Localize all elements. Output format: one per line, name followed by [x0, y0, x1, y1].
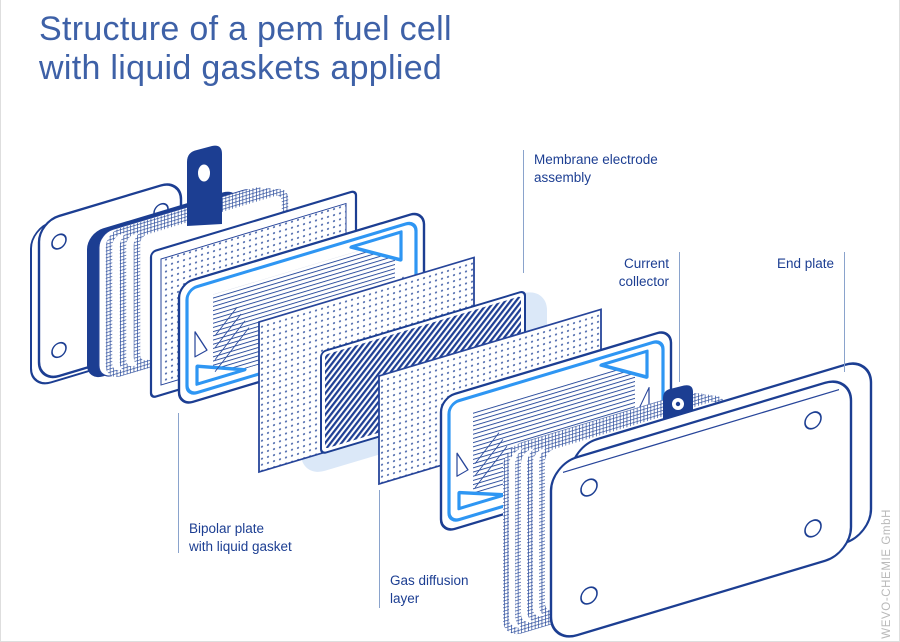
right-end-plate — [549, 362, 873, 638]
label-bipolar-plate: Bipolar plate with liquid gasket — [189, 521, 292, 554]
bolt-hole — [51, 233, 67, 250]
bolt-hole — [51, 341, 67, 359]
bolt-hole — [580, 478, 598, 497]
bolt-hole — [804, 519, 822, 538]
gasket-corner-triangle — [457, 490, 507, 511]
tab-hole — [198, 164, 210, 182]
left-current-collector-tab — [187, 145, 222, 226]
leader-line-current-collector — [679, 252, 680, 382]
gasket-corner-triangle — [195, 364, 247, 386]
label-membrane-electrode-assembly: Membrane electrode assembly — [534, 152, 658, 185]
gasket-corner-triangle — [349, 230, 403, 262]
leader-line-bipolar-plate — [178, 413, 179, 553]
bolt-hole — [804, 411, 822, 430]
title-line-2: with liquid gaskets applied — [39, 49, 443, 87]
label-current-collector: Current collector — [618, 256, 669, 289]
leader-line-gas-diffusion — [379, 490, 380, 608]
gasket-corner-triangle — [599, 349, 649, 379]
label-end-plate: End plate — [776, 256, 834, 271]
label-gas-diffusion-layer: Gas diffusion layer — [390, 573, 469, 606]
leader-line-end-plate — [844, 252, 845, 372]
company-watermark: WEVO-CHEMIE GmbH — [881, 509, 893, 639]
title-line-1: Structure of a pem fuel cell — [39, 10, 452, 48]
bolt-hole — [580, 586, 598, 605]
page-title: Structure of a pem fuel cell with liquid… — [39, 10, 452, 88]
leader-line-mea — [523, 150, 524, 273]
